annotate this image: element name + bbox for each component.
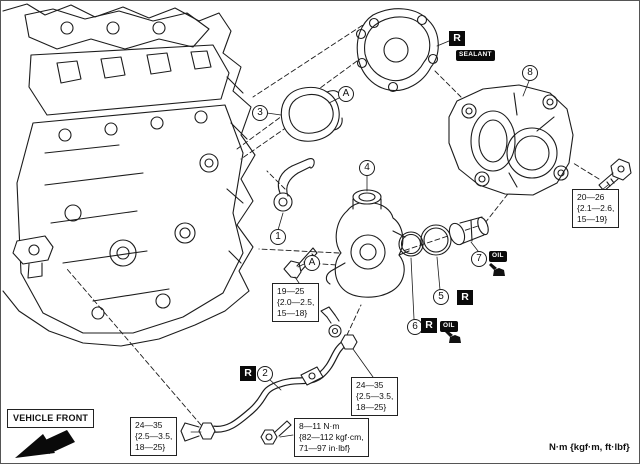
torque-line: 71—97 in·lbf} [299,443,351,454]
oil-can-icon [445,263,505,343]
vehicle-front-label: VEHICLE FRONT [7,409,95,428]
housing-part [448,84,574,196]
torque-line: 24—35 [135,420,163,430]
oil-tag-valve-7: OIL [489,251,507,262]
pipe-lower-fitting [180,422,216,442]
engine-block-art [2,3,256,347]
torque-line: 15—18} [277,308,308,319]
r-badge-pipe: R [240,366,256,381]
torque-spec-pump-mount-bolt: 19—25 {2.0—2.5, 15—18} [272,283,320,323]
bracket-bolt-art [260,420,292,445]
callout-5: 5 [433,289,449,305]
torque-line: {2.5—3.5, [135,431,173,442]
torque-line: 8—11 N·m [299,421,340,431]
callout-2: 2 [257,366,273,382]
torque-line: {2.1—2.6, [577,203,615,214]
cover-part [280,86,343,142]
torque-line: {2.0—2.5, [277,297,315,308]
oil-pipe-part [212,340,348,433]
oil-tag-oring-6: OIL [440,321,458,332]
callout-1: 1 [270,229,286,245]
callout-letter-a-cover: A [338,86,354,102]
torque-line: 24—35 [356,380,384,390]
callout-8: 8 [522,65,538,81]
housing-bolt-art [598,158,632,192]
o-ring-large-part [420,224,452,256]
torque-line: 15—19} [577,214,608,225]
callout-6: 6 [407,319,423,335]
torque-line: 18—25} [356,402,387,413]
r-badge-oring-5: R [457,290,473,305]
torque-spec-bracket-bolt: 8—11 N·m {82—112 kgf·cm, 71—97 in·lbf} [294,418,369,458]
hose-part [273,158,315,212]
gasket-part [355,8,439,93]
pipe-bracket [300,366,324,386]
units-note: N·m {kgf·m, ft·lbf} [549,442,630,453]
torque-line: {82—112 kgf·cm, [299,432,364,443]
sealant-tag: SEALANT [456,50,495,61]
vehicle-front-arrow [15,430,75,458]
torque-line: 20—26 [577,192,605,202]
callout-3: 3 [252,105,268,121]
callout-4: 4 [359,160,375,176]
pipe-upper-fitting [320,306,358,350]
torque-spec-pipe-lower-fitting: 24—35 {2.5—3.5, 18—25} [130,417,178,457]
r-badge-oring-6: R [421,318,437,333]
r-badge-gasket: R [449,31,465,46]
torque-spec-pipe-upper-fitting: 24—35 {2.5—3.5, 18—25} [351,377,399,417]
callout-letter-a-bolt: A [304,255,320,271]
valve-part [448,216,489,246]
torque-line: 19—25 [277,286,305,296]
callout-leader-lines [190,40,609,438]
o-ring-small-part [398,231,424,257]
torque-line: 18—25} [135,442,166,453]
pump-part [325,189,410,298]
callout-7: 7 [471,251,487,267]
torque-line: {2.5—3.5, [356,391,394,402]
torque-spec-housing-bolt: 20—26 {2.1—2.6, 15—19} [572,189,620,229]
